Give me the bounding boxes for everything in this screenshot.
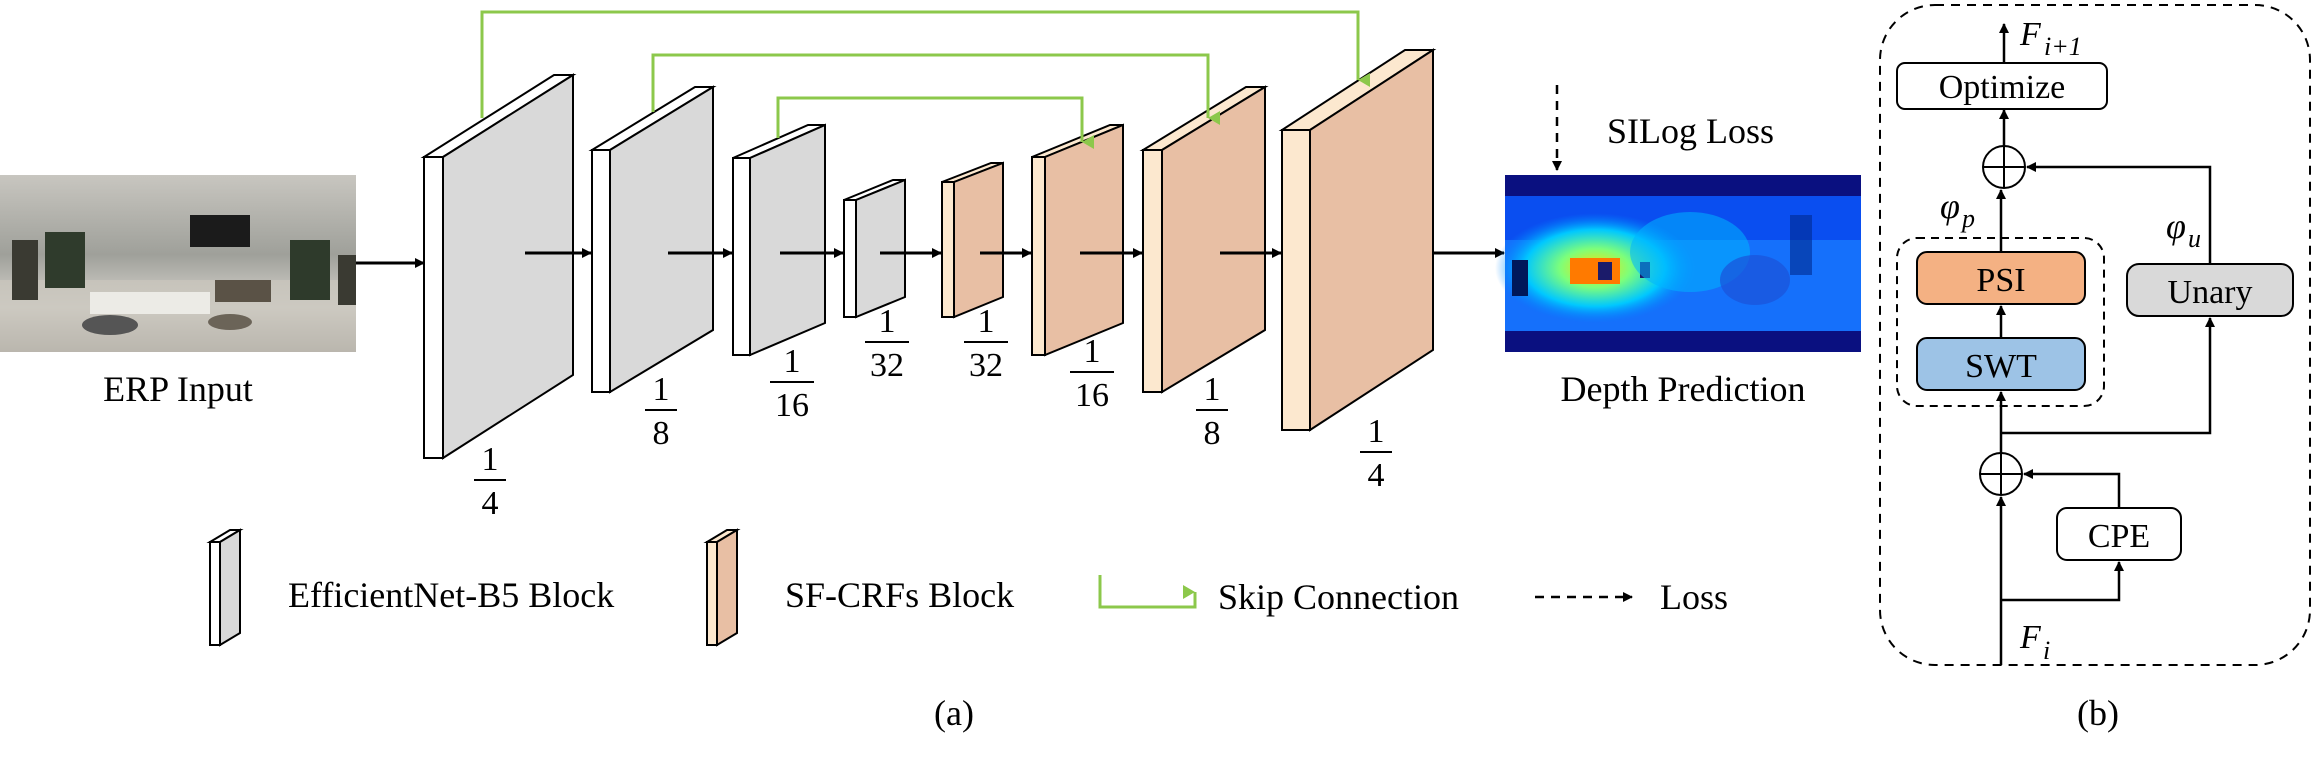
encoder-block-3 bbox=[732, 123, 826, 357]
unary-label: Unary bbox=[2168, 274, 2253, 311]
caption-a: (a) bbox=[934, 693, 974, 733]
decoder-block-2 bbox=[1031, 123, 1124, 357]
sum-to-unary-arrow bbox=[2001, 317, 2215, 435]
scale-label-dec-2: 1 16 bbox=[1070, 333, 1114, 414]
svg-text:φ: φ bbox=[1940, 186, 1960, 226]
optimize-label: Optimize bbox=[1939, 69, 2066, 106]
caption-b: (b) bbox=[2077, 693, 2119, 733]
scale-label-enc-4: 1 32 bbox=[865, 303, 909, 384]
svg-text:32: 32 bbox=[870, 347, 904, 384]
depth-prediction-image bbox=[1495, 175, 1861, 352]
svg-text:4: 4 bbox=[482, 485, 499, 522]
svg-text:φ: φ bbox=[2166, 206, 2186, 246]
psi-label: PSI bbox=[1976, 262, 2025, 299]
phi-u-label: φ u bbox=[2166, 206, 2201, 253]
svg-text:1: 1 bbox=[784, 343, 801, 380]
legend-encoder-swatch bbox=[206, 528, 244, 647]
legend-decoder-swatch bbox=[703, 528, 741, 647]
cpe-label: CPE bbox=[2088, 518, 2150, 555]
svg-text:8: 8 bbox=[653, 415, 670, 452]
svg-text:F: F bbox=[2019, 16, 2042, 53]
swt-label: SWT bbox=[1965, 348, 2037, 385]
svg-text:i: i bbox=[2043, 636, 2050, 665]
silog-loss-label: SILog Loss bbox=[1607, 111, 1774, 151]
erp-input-image bbox=[0, 175, 356, 352]
svg-text:1: 1 bbox=[1204, 371, 1221, 408]
encoder-block-1 bbox=[420, 73, 577, 460]
sum-node-top bbox=[1982, 145, 2026, 189]
svg-text:1: 1 bbox=[1368, 413, 1385, 450]
encoder-block-2 bbox=[588, 85, 717, 394]
f-out-label: F i+1 bbox=[2019, 16, 2082, 61]
depth-prediction-label: Depth Prediction bbox=[1561, 369, 1806, 409]
svg-text:1: 1 bbox=[653, 371, 670, 408]
unary-to-sum-arrow bbox=[2026, 162, 2212, 264]
scale-label-dec-1: 1 32 bbox=[964, 303, 1008, 384]
svg-text:p: p bbox=[1960, 204, 1975, 233]
scale-label-dec-3: 1 8 bbox=[1196, 371, 1228, 452]
svg-text:16: 16 bbox=[1075, 377, 1109, 414]
legend-encoder-label: EfficientNet-B5 Block bbox=[288, 575, 614, 615]
svg-text:1: 1 bbox=[978, 303, 995, 340]
legend-skip-label: Skip Connection bbox=[1218, 577, 1459, 617]
scale-label-enc-2: 1 8 bbox=[645, 371, 677, 452]
svg-text:u: u bbox=[2188, 224, 2201, 253]
svg-text:1: 1 bbox=[879, 303, 896, 340]
svg-text:F: F bbox=[2019, 619, 2042, 656]
decoder-block-1 bbox=[941, 161, 1004, 319]
decoder-block-3 bbox=[1139, 85, 1269, 394]
svg-text:1: 1 bbox=[482, 441, 499, 478]
decoder-block-4 bbox=[1278, 48, 1437, 432]
f-in-label: F i bbox=[2019, 619, 2050, 665]
legend-loss-label: Loss bbox=[1660, 577, 1728, 617]
cpe-to-sum-arrow bbox=[2023, 469, 2121, 508]
scale-label-enc-1: 1 4 bbox=[474, 441, 506, 522]
phi-p-label: φ p bbox=[1940, 186, 1975, 233]
legend-skip-swatch bbox=[1098, 575, 1197, 609]
sum-node-bottom bbox=[1979, 452, 2023, 496]
encoder-block-4 bbox=[843, 178, 906, 319]
skip-connections bbox=[480, 10, 1370, 149]
legend-decoder-label: SF-CRFs Block bbox=[785, 575, 1014, 615]
erp-input-label: ERP Input bbox=[103, 369, 253, 409]
scale-label-enc-3: 1 16 bbox=[770, 343, 814, 424]
panel-b-frame bbox=[1879, 4, 2311, 666]
svg-text:32: 32 bbox=[969, 347, 1003, 384]
scale-label-dec-4: 1 4 bbox=[1360, 413, 1392, 494]
input-to-cpe-arrow bbox=[2001, 561, 2124, 602]
svg-text:i+1: i+1 bbox=[2044, 32, 2082, 61]
svg-text:8: 8 bbox=[1204, 415, 1221, 452]
svg-text:4: 4 bbox=[1368, 457, 1385, 494]
svg-text:1: 1 bbox=[1084, 333, 1101, 370]
svg-text:16: 16 bbox=[775, 387, 809, 424]
